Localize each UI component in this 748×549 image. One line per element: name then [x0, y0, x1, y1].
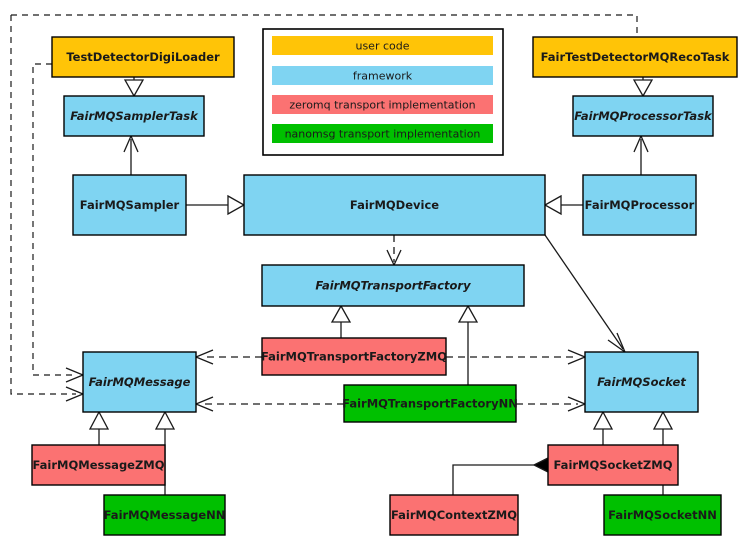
class-node-label: FairMQMessage	[89, 375, 191, 389]
edge-recotask-processortask-arrowhead	[632, 79, 654, 98]
class-node-FairMQSampler[interactable]: FairMQSampler	[72, 174, 187, 236]
edge-outer-frame-top	[11, 14, 638, 37]
class-node-FairMQSocket[interactable]: FairMQSocket	[584, 351, 699, 413]
legend-item-zeromq: zeromq transport implementation	[272, 95, 493, 114]
class-node-label: FairMQSocketZMQ	[554, 458, 673, 472]
class-node-box	[51, 36, 235, 78]
class-node-box	[63, 95, 205, 137]
class-node-box	[389, 494, 519, 536]
class-node-box	[532, 36, 738, 78]
legend-item-user-code: user code	[272, 36, 493, 55]
class-node-label: FairMQDevice	[350, 198, 439, 212]
class-node-box	[547, 444, 679, 486]
class-node-FairMQMessage[interactable]: FairMQMessage	[82, 351, 197, 413]
edge-outer-frame-left	[10, 15, 76, 395]
class-node-box	[72, 174, 187, 236]
class-node-label: FairMQTransportFactoryNN	[342, 397, 518, 411]
legend-swatch-nanomsg	[272, 124, 493, 143]
class-node-box	[243, 174, 546, 236]
class-node-FairMQSocketNN[interactable]: FairMQSocketNN	[603, 494, 722, 536]
edge-sampler-device-arrowhead	[227, 194, 246, 216]
edge-tfzmq-transportfactory-arrowhead	[330, 304, 352, 323]
edge-processor-device-arrowhead	[543, 194, 562, 216]
class-node-FairMQSamplerTask[interactable]: FairMQSamplerTask	[63, 95, 205, 137]
class-node-box	[261, 337, 447, 376]
class-node-box	[343, 384, 517, 423]
class-node-FairMQSocketZMQ[interactable]: FairMQSocketZMQ	[547, 444, 679, 486]
class-node-FairMQMessageZMQ[interactable]: FairMQMessageZMQ	[31, 444, 166, 486]
class-node-label: FairMQSocket	[597, 375, 686, 389]
class-node-box	[82, 351, 197, 413]
class-node-FairMQProcessor[interactable]: FairMQProcessor	[582, 174, 697, 236]
legend-label-nanomsg: nanomsg transport implementation	[285, 128, 481, 141]
legend-swatch-user-code	[272, 36, 493, 55]
class-node-label: TestDetectorDigiLoader	[66, 50, 220, 64]
legend-swatch-zeromq	[272, 95, 493, 114]
class-node-label: FairMQContextZMQ	[391, 508, 517, 522]
legend-label-framework: framework	[353, 70, 413, 83]
class-node-FairMQContextZMQ[interactable]: FairMQContextZMQ	[389, 494, 519, 536]
edge-device-socket	[544, 234, 624, 350]
legend-label-zeromq: zeromq transport implementation	[289, 99, 475, 112]
class-node-label: FairMQSampler	[80, 198, 180, 212]
legend-item-nanomsg: nanomsg transport implementation	[272, 124, 493, 143]
class-node-TestDetectorDigiLoader[interactable]: TestDetectorDigiLoader	[51, 36, 235, 78]
edge-contextzmq-socketzmq	[452, 464, 534, 495]
class-node-FairMQTransportFactoryZMQ[interactable]: FairMQTransportFactoryZMQ	[261, 337, 447, 376]
class-node-box	[582, 174, 697, 236]
class-node-label: FairMQProcessor	[585, 198, 695, 212]
legend-label-user-code: user code	[355, 40, 409, 53]
class-node-label: FairMQTransportFactory	[315, 279, 471, 293]
class-node-label: FairMQMessageNN	[104, 508, 226, 522]
diagram-edges	[88, 77, 674, 495]
class-node-box	[103, 494, 226, 536]
class-node-box	[603, 494, 722, 536]
edge-messagezmq-message-arrowhead	[88, 410, 110, 430]
class-node-FairMQTransportFactory[interactable]: FairMQTransportFactory	[261, 264, 525, 307]
class-node-box	[584, 351, 699, 413]
class-node-label: FairTestDetectorMQRecoTask	[541, 50, 730, 64]
class-node-label: FairMQProcessorTask	[574, 109, 713, 123]
class-node-FairMQMessageNN[interactable]: FairMQMessageNN	[103, 494, 226, 536]
edge-digiloader-samplertask-arrowhead	[123, 79, 145, 98]
edge-messagenn-message-arrowhead	[154, 410, 176, 430]
class-node-box	[261, 264, 525, 307]
edge-tfnn-transportfactory-arrowhead	[457, 304, 479, 323]
class-node-label: FairMQMessageZMQ	[32, 458, 164, 472]
class-node-FairMQTransportFactoryNN[interactable]: FairMQTransportFactoryNN	[342, 384, 518, 423]
legend: user code framework zeromq transport imp…	[262, 28, 504, 156]
class-node-label: FairMQSamplerTask	[70, 109, 199, 123]
edge-socketnn-socket-arrowhead	[652, 410, 674, 430]
legend-swatch-framework	[272, 66, 493, 85]
class-node-label: FairMQSocketNN	[608, 508, 717, 522]
edge-socketzmq-socket-arrowhead	[592, 410, 614, 430]
class-node-FairTestDetectorMQRecoTask[interactable]: FairTestDetectorMQRecoTask	[532, 36, 738, 78]
class-node-label: FairMQTransportFactoryZMQ	[261, 350, 447, 364]
class-node-box	[31, 444, 166, 486]
legend-item-framework: framework	[272, 66, 493, 85]
class-node-FairMQProcessorTask[interactable]: FairMQProcessorTask	[572, 95, 714, 137]
class-nodes: TestDetectorDigiLoader FairTestDetectorMQ…	[31, 36, 738, 536]
class-node-FairMQDevice[interactable]: FairMQDevice	[243, 174, 546, 236]
class-node-box	[572, 95, 714, 137]
